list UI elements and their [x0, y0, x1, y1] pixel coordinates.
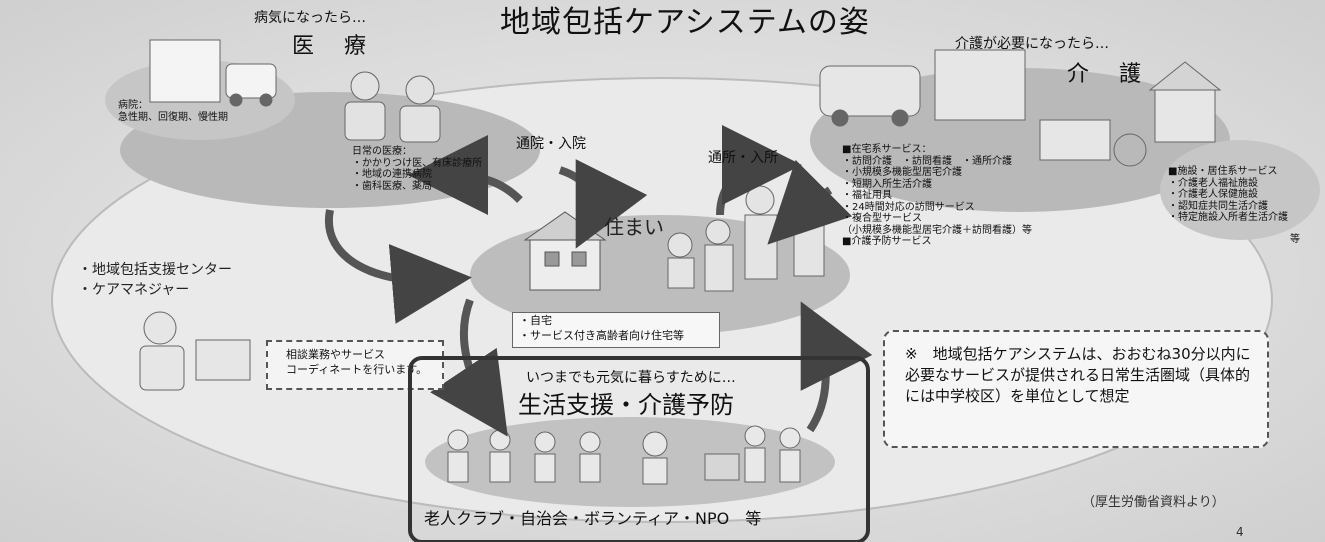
- prevention-heading: 生活支援・介護予防: [518, 391, 734, 419]
- arrow-daycare-back: [767, 159, 853, 245]
- support-center-list: ・地域包括支援センター ・ケアマネジャー: [78, 262, 232, 298]
- doctors-illustration: [344, 71, 441, 143]
- consult-line-1: 相談業務やサービス: [286, 348, 385, 361]
- arrow-prevention-to-home: [800, 301, 873, 433]
- organizations-label: 老人クラブ・自治会・ボランティア・NPO 等: [424, 509, 762, 528]
- care-heading-small: 介護が必要になったら…: [955, 36, 1109, 52]
- clinic-list: 日常の医療： ・かかりつけ医、有床診療所 ・地域の連携病院 ・歯科医療、薬局: [352, 146, 483, 192]
- care-facility-illustration: [819, 49, 1222, 167]
- arrow-center-to-home: [324, 209, 472, 324]
- area-note-box: ※ 地域包括ケアシステムは、おおむね30分以内に必要なサービスが提供される日常生…: [883, 330, 1269, 448]
- medical-heading-small: 病気になったら…: [254, 10, 366, 26]
- housing-label: 住まい: [604, 215, 664, 239]
- housing-list: ・自宅 ・サービス付き高齢者向け住宅等: [512, 312, 720, 348]
- care-heading: 介 護: [1067, 62, 1146, 87]
- prevention-cloud: [425, 417, 835, 507]
- hospital-label: 病院： 急性期、回復期、慢性期: [118, 100, 228, 123]
- source-credit: （厚生労働省資料より）: [1082, 495, 1225, 510]
- prevention-subtitle: いつまでも元気に暮らすために…: [526, 370, 736, 386]
- prevention-box: [408, 356, 870, 542]
- area-note-text: ※ 地域包括ケアシステムは、おおむね30分以内に必要なサービスが提供される日常生…: [905, 345, 1251, 405]
- consult-line-2: コーディネートを行います。: [286, 363, 428, 376]
- home-services-list: ■在宅系サービス： ・訪問介護 ・訪問看護 ・通所介護 ・小規模多機能型居宅介護…: [842, 144, 1032, 247]
- hospital-visit-label: 通院・入院: [516, 136, 586, 152]
- facility-suffix: 等: [1290, 234, 1300, 245]
- elderly-group-illustration: [447, 425, 801, 485]
- page-number: 4: [1236, 525, 1244, 539]
- daycare-label: 通所・入所: [708, 150, 778, 166]
- medical-heading: 医 療: [292, 34, 371, 59]
- hospital-illustration: [149, 39, 277, 107]
- arrow-hospital-visit: [558, 159, 648, 249]
- page-title: 地域包括ケアシステムの姿: [500, 5, 870, 40]
- arrow-hospital-return: [408, 135, 523, 216]
- clerk-illustration: [139, 311, 251, 391]
- facility-services-list: ■施設・居住系サービス ・介護老人福祉施設 ・介護老人保健施設 ・認知症共同生活…: [1168, 166, 1288, 223]
- arrow-daycare-out: [716, 125, 802, 216]
